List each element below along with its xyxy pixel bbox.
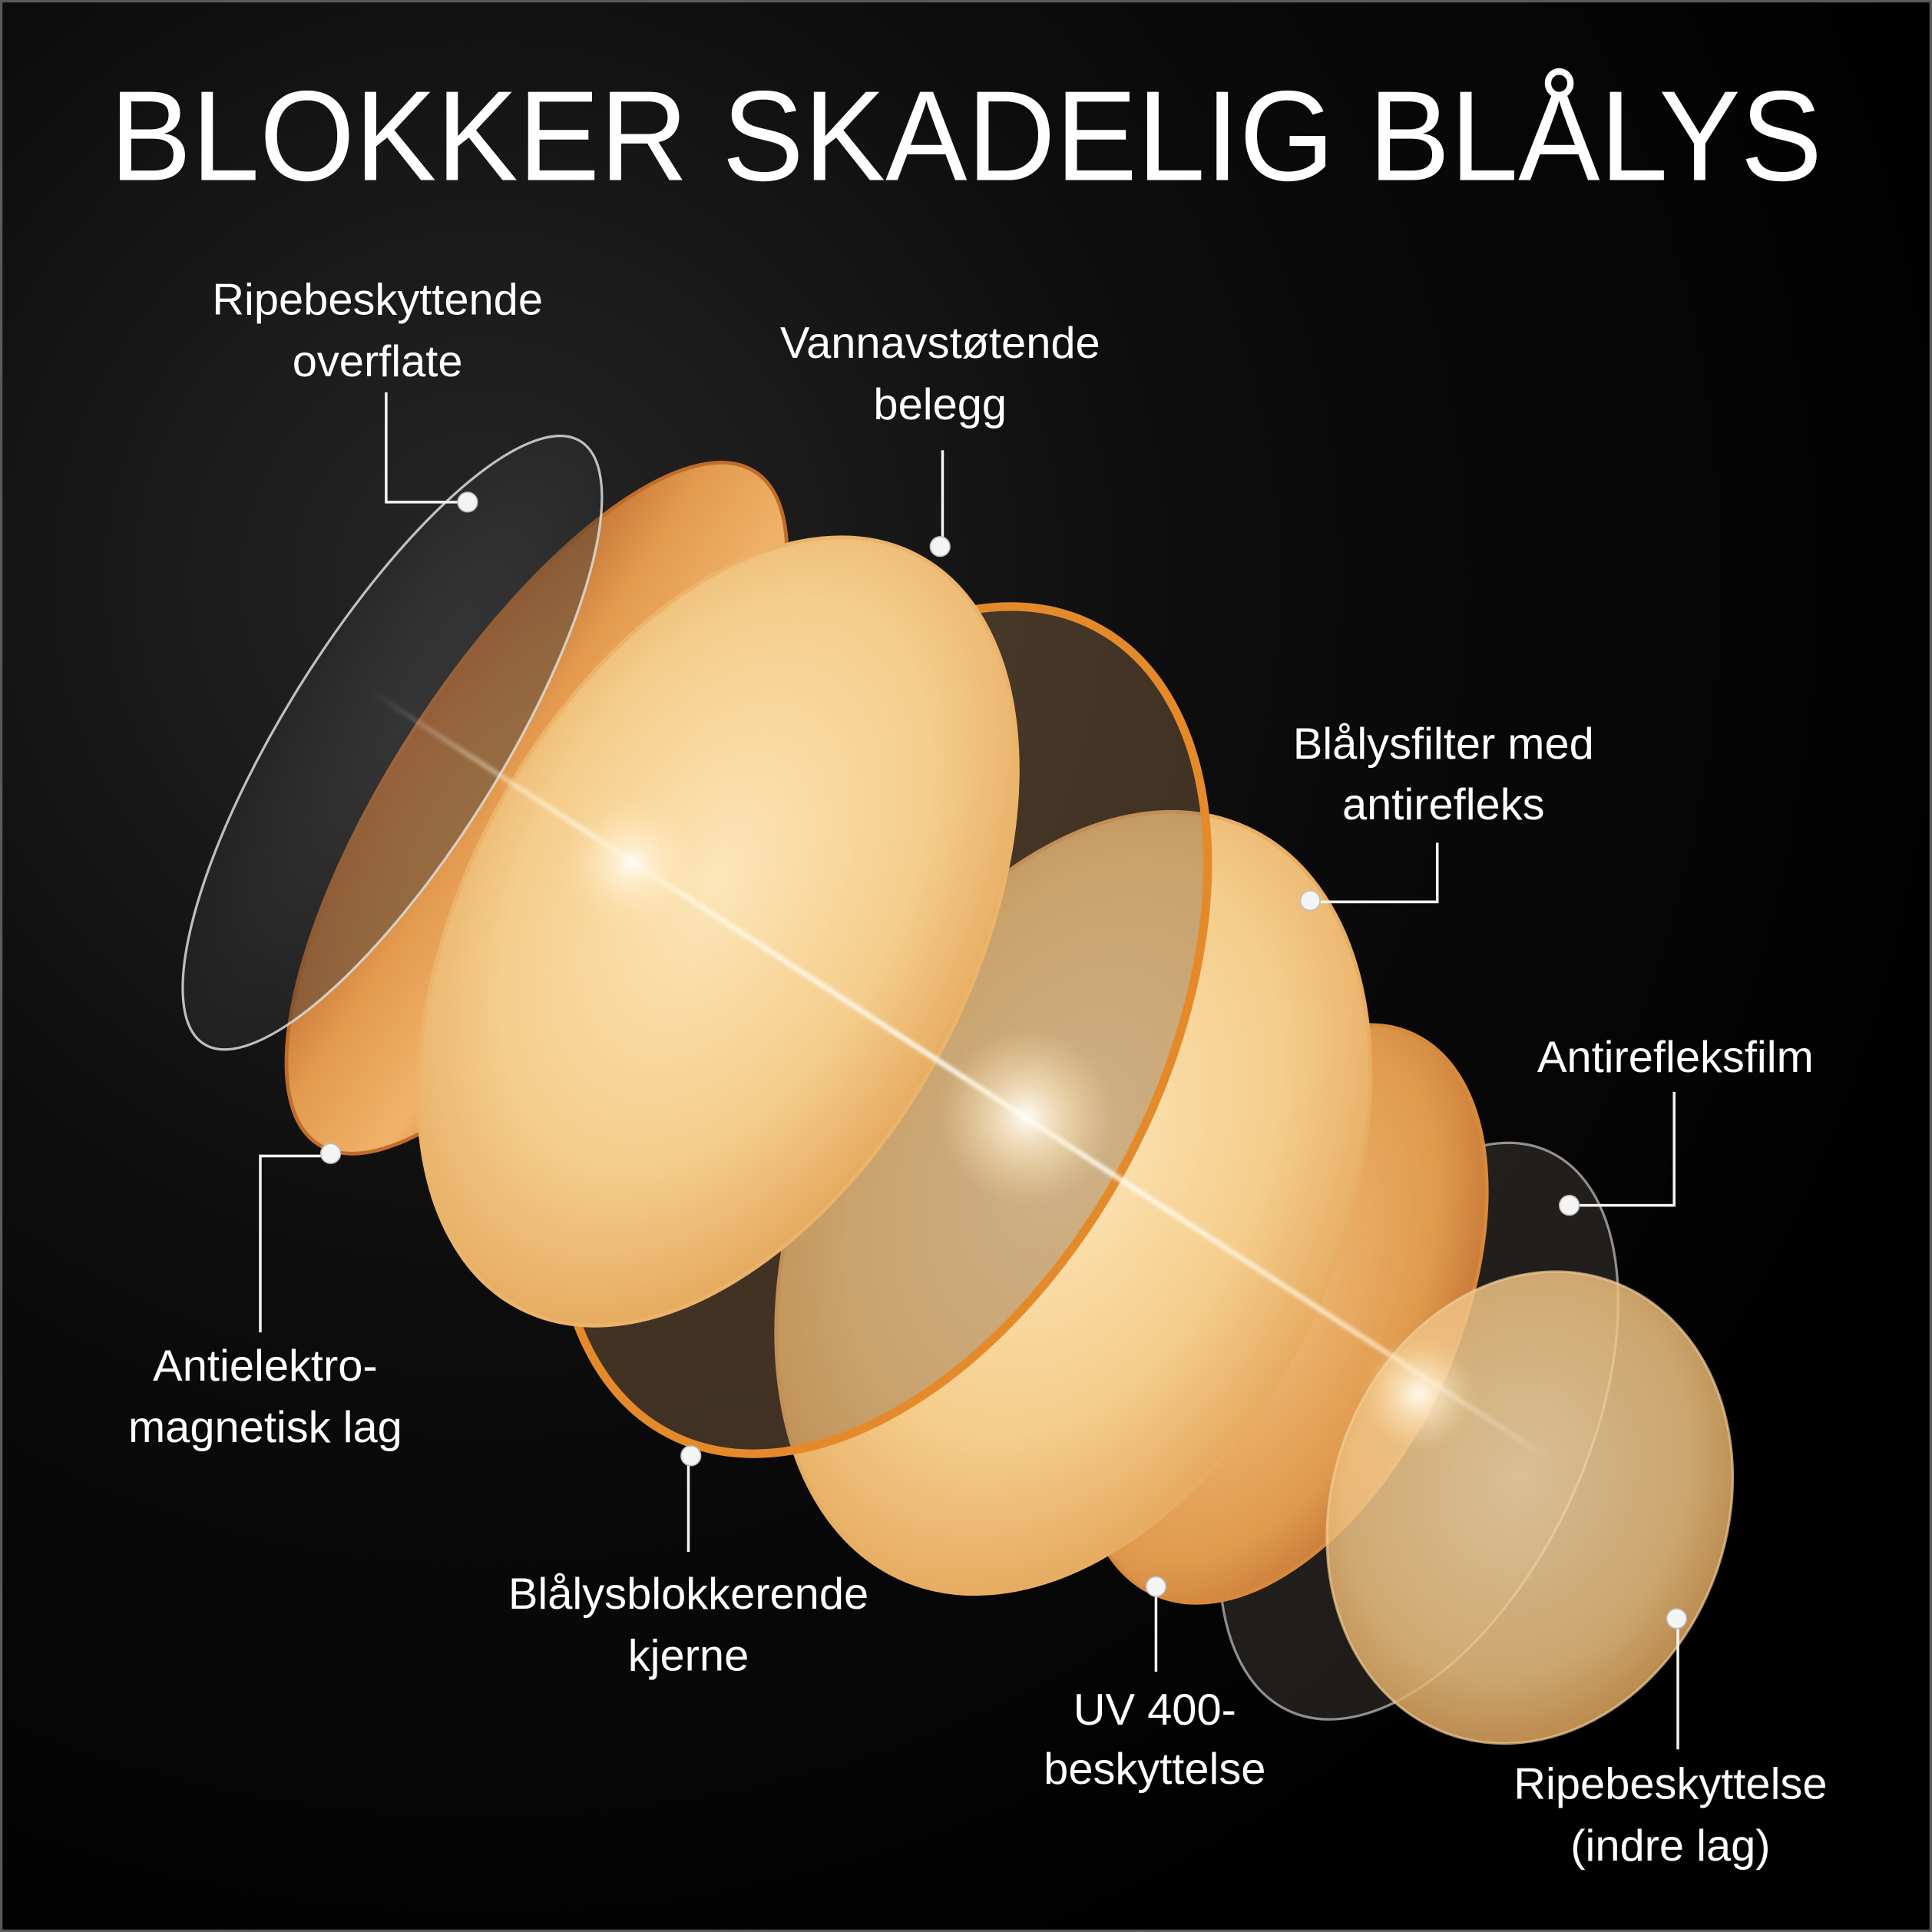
marker-dot-anti-em <box>319 1143 342 1164</box>
lens-water-repellent <box>416 535 1020 1328</box>
label-scratch-inner-line2: (indre lag) <box>1570 1821 1770 1871</box>
label-water-repellent-line2: belegg <box>873 380 1007 429</box>
label-anti-em-line1: Antielektro- <box>153 1341 377 1391</box>
label-bluelight-core-line1: Blålysblokkerende <box>508 1570 868 1619</box>
marker-dot-antireflex-film <box>1558 1195 1580 1216</box>
leader-scratch-outer <box>385 392 468 504</box>
label-scratch-outer-line1: Ripebeskyttende <box>212 276 543 325</box>
marker-dot-bluelight-core <box>680 1445 702 1467</box>
marker-dot-bluelight-filter <box>1299 890 1321 911</box>
leader-antireflex-film <box>1569 1091 1676 1207</box>
marker-dot-uv400 <box>1145 1576 1167 1597</box>
marker-dot-water-repellent <box>929 536 951 557</box>
label-anti-em-line2: magnetisk lag <box>128 1403 402 1452</box>
label-water-repellent-line1: Vannavstøtende <box>780 319 1100 368</box>
leader-anti-em <box>259 1154 331 1333</box>
label-uv400-line1: UV 400- <box>1074 1686 1236 1735</box>
leader-bluelight-filter <box>1311 842 1439 904</box>
label-bluelight-core-line2: kjerne <box>628 1631 749 1680</box>
label-uv400-line2: beskyttelse <box>1044 1745 1265 1794</box>
page-title: BLOKKER SKADELIG BLÅLYS <box>110 65 1822 208</box>
label-bluelight-filter-line1: Blålysfilter med <box>1293 720 1594 769</box>
label-antireflex-film: Antirefleksfilm <box>1537 1033 1814 1082</box>
leader-lines <box>259 392 1688 1750</box>
label-scratch-inner-line1: Ripebeskyttelse <box>1514 1759 1827 1808</box>
layer-labels: Ripebeskyttende overflate Vannavstøtende… <box>128 276 1827 1871</box>
label-bluelight-filter-line2: antirefleks <box>1342 780 1545 829</box>
light-flare <box>369 689 1557 1464</box>
marker-dot-scratch-outer <box>457 491 478 513</box>
lens-scratch-resistant-surface <box>181 435 604 1051</box>
label-scratch-outer-line2: overflate <box>293 337 463 386</box>
marker-dot-scratch-inner <box>1666 1608 1688 1629</box>
